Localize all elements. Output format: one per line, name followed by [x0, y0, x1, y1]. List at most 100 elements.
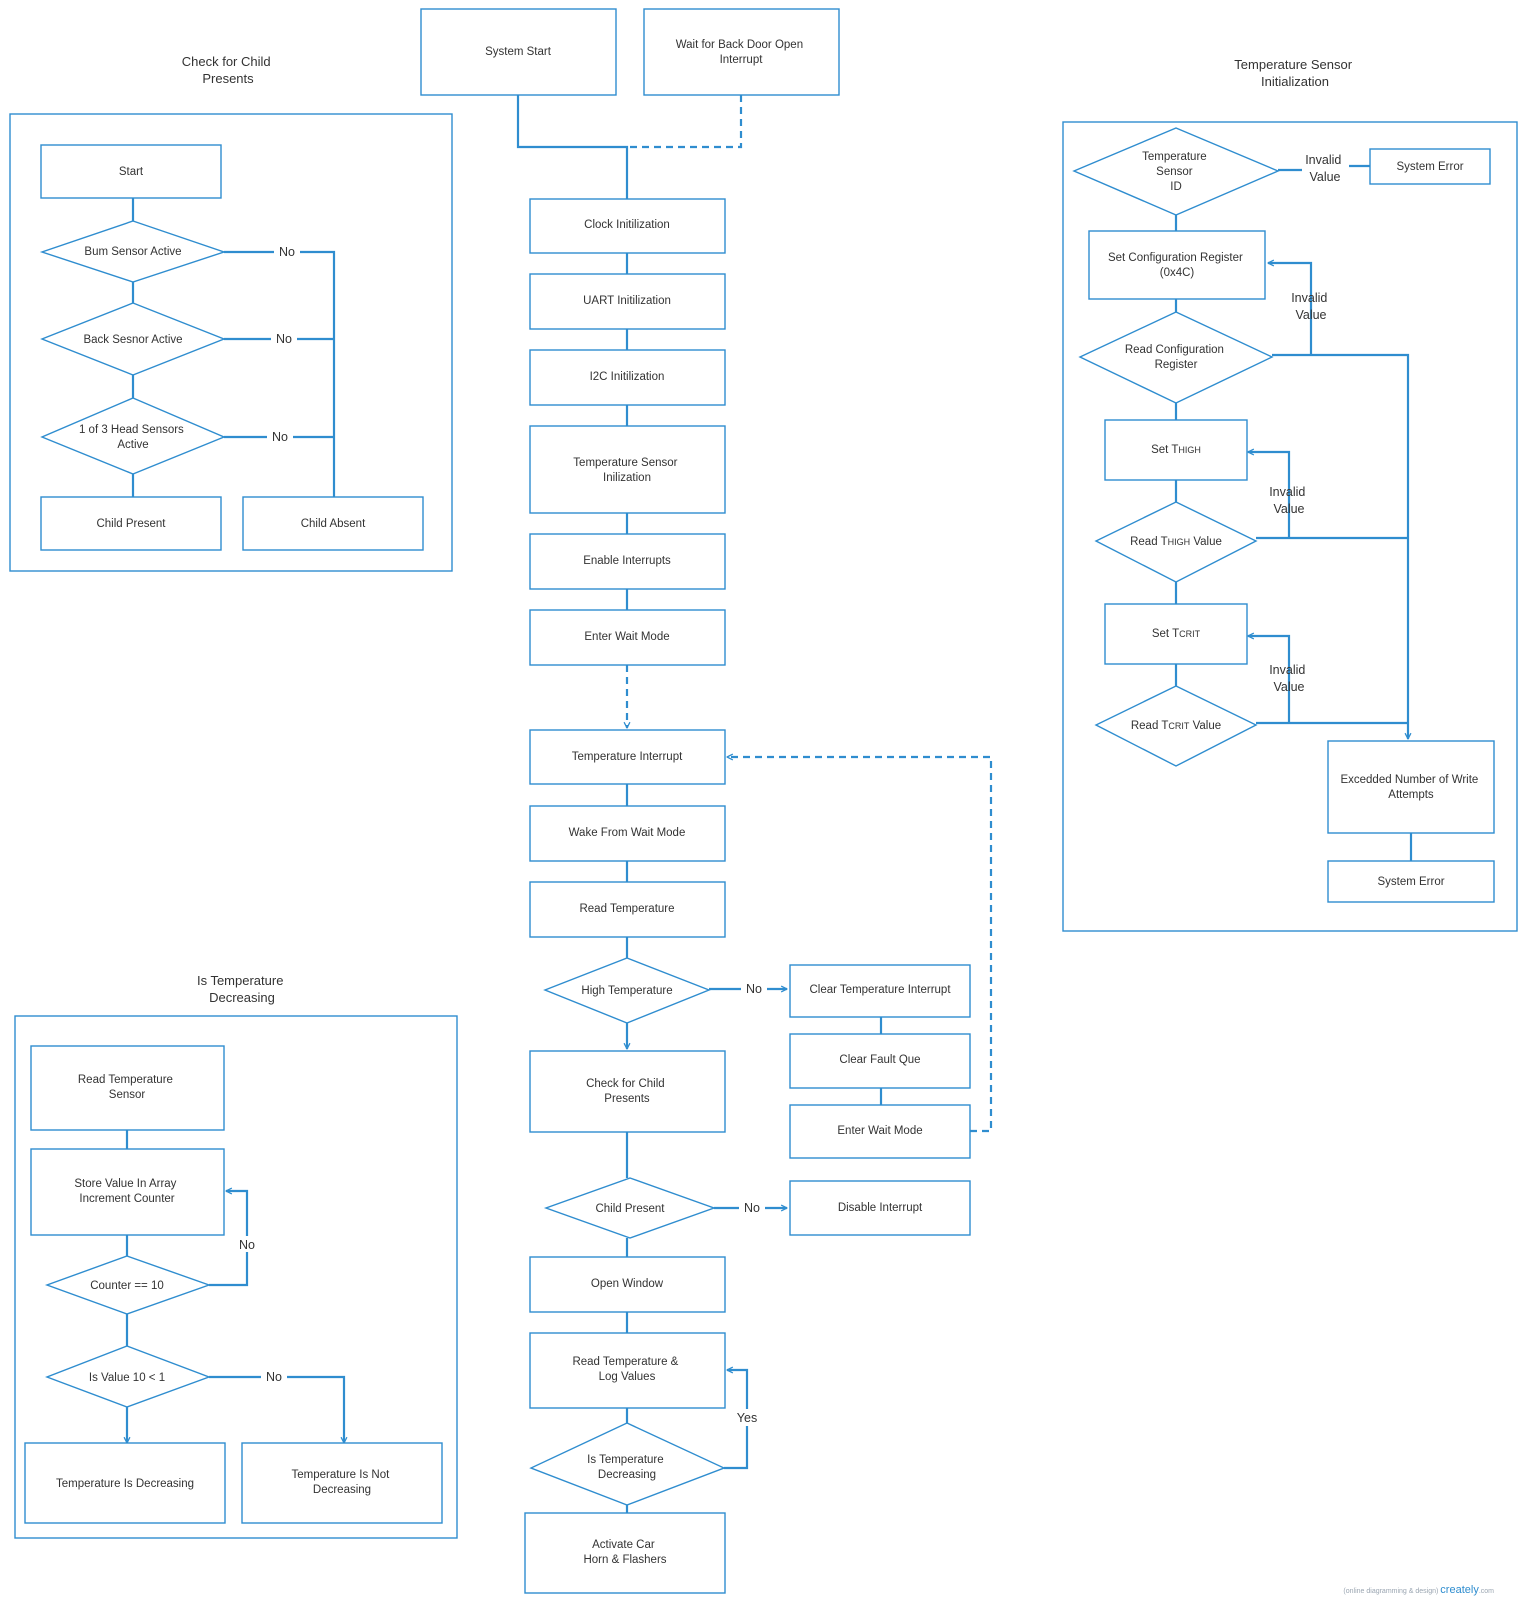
clear-fault-label: Clear Fault Que	[839, 1054, 920, 1066]
sensor-id-decision	[1072, 127, 1280, 216]
set-config-label: Set Configuration Register (0x4C)	[1108, 252, 1246, 279]
yes-label: Yes	[737, 1411, 757, 1425]
no-label-bg	[741, 980, 767, 996]
read-config-decision	[1078, 311, 1274, 404]
wake-wait-mode-label: Wake From Wait Mode	[569, 827, 686, 839]
connector-start	[516, 95, 629, 199]
check-child-box	[529, 1050, 726, 1133]
system-error-label-2: System Error	[1377, 876, 1444, 888]
invalid-value-label-4: Invalid Value	[1269, 663, 1309, 694]
no-label-1: No	[239, 1238, 255, 1252]
panel-title-temp-decreasing: Is Temperature Decreasing	[197, 973, 287, 1005]
clock-init-box	[529, 198, 726, 254]
enable-interrupts-label: Enable Interrupts	[583, 555, 671, 567]
panel-title-temp-init: Temperature Sensor Initialization	[1234, 57, 1355, 89]
head-sensors-decision	[40, 397, 226, 475]
error-bus-line	[1256, 353, 1408, 739]
check-child-label: Check for Child Presents	[586, 1078, 668, 1105]
loop-tcrit-arrow	[1248, 636, 1291, 723]
dashed-loop-to-interrupt	[727, 757, 993, 1133]
read-tcrit-label: Read TCRIT Value	[1131, 720, 1221, 732]
is-decreasing-label: Temperature Is Decreasing	[56, 1478, 194, 1490]
invalid-value-label-2: Invalid Value	[1291, 291, 1331, 322]
child-present-decision	[543, 1177, 717, 1239]
child-absent-box	[242, 496, 424, 551]
no-label-bg	[267, 428, 293, 444]
wait-back-door-label: Wait for Back Door Open Interrupt	[676, 39, 807, 66]
start-box	[40, 144, 222, 199]
invalid-value-label-1: Invalid Value	[1305, 153, 1345, 184]
back-sensor-decision	[40, 302, 226, 376]
set-config-box	[1088, 230, 1266, 300]
no-label-bg	[234, 1236, 260, 1252]
system-start-box	[420, 8, 617, 96]
no-label-bg	[271, 330, 297, 346]
clear-fault-box	[789, 1033, 971, 1089]
value-check-label: Is Value 10 < 1	[89, 1372, 165, 1384]
read-log-box	[529, 1332, 726, 1409]
read-temp-label: Read Temperature	[579, 903, 674, 915]
temp-interrupt-box	[529, 729, 726, 785]
invalid-lines-top	[1278, 164, 1370, 172]
child-present-box	[40, 496, 222, 551]
is-decreasing-box	[24, 1442, 226, 1524]
store-value-label: Store Value In Array Increment Counter	[74, 1178, 179, 1205]
clock-init-label: Clock Initilization	[584, 219, 670, 231]
watermark-suffix: .com	[1478, 1588, 1494, 1595]
start-label: Start	[119, 166, 144, 178]
set-thigh-box	[1104, 419, 1248, 481]
no-branch-lines	[224, 250, 336, 497]
enter-wait-mode-2-box	[789, 1104, 971, 1159]
not-decreasing-label: Temperature Is Not Decreasing	[292, 1469, 393, 1496]
child-present-label: Child Present	[595, 1203, 665, 1215]
system-start-label: System Start	[485, 46, 552, 58]
panel-frame-temp-decreasing	[14, 1015, 458, 1539]
exceeded-attempts-label: Excedded Number of Write Attempts	[1340, 774, 1481, 801]
system-error-box-1	[1369, 148, 1491, 185]
set-thigh-label: Set THIGH	[1151, 444, 1201, 456]
panel-title-check-child: Check for Child Presents	[182, 54, 275, 86]
arrow-to-not-decreasing	[209, 1375, 344, 1443]
watermark: (online diagramming & design) creately.c…	[1343, 1584, 1494, 1596]
uart-init-box	[529, 273, 726, 330]
back-sensor-label: Back Sesnor Active	[83, 334, 182, 346]
no-label-bg	[739, 1199, 765, 1215]
no-label-high-temp: No	[746, 982, 762, 996]
is-decreasing-label: Is Temperature Decreasing	[587, 1454, 667, 1481]
connector-back-door-dashed	[627, 95, 743, 149]
high-temp-decision	[543, 957, 711, 1024]
counter-label: Counter == 10	[90, 1280, 164, 1292]
activate-horn-box	[524, 1512, 726, 1594]
child-absent-label: Child Absent	[301, 518, 366, 530]
read-thigh-label: Read THIGH Value	[1130, 536, 1222, 548]
invalid-value-label-3: Invalid Value	[1269, 485, 1309, 516]
is-decreasing-decision	[529, 1422, 726, 1506]
no-label-2: No	[276, 332, 292, 346]
uart-init-label: UART Initilization	[583, 295, 671, 307]
enter-wait-mode-label: Enter Wait Mode	[584, 631, 669, 643]
activate-horn-label: Activate Car Horn & Flashers	[583, 1539, 666, 1566]
enter-wait-mode-2-label: Enter Wait Mode	[837, 1125, 922, 1137]
disable-interrupt-box	[789, 1180, 971, 1236]
read-log-label: Read Temperature & Log Values	[572, 1356, 681, 1383]
system-error-box-2	[1327, 860, 1495, 903]
panel-temp-decreasing: Is Temperature Decreasing Read Temperatu…	[14, 973, 458, 1539]
panel-check-child: Check for Child Presents Start Bum Senso…	[9, 54, 453, 572]
set-tcrit-label: Set TCRIT	[1152, 628, 1201, 640]
bum-sensor-label: Bum Sensor Active	[84, 246, 181, 258]
read-temp-box	[529, 881, 726, 938]
no-label-2: No	[266, 1370, 282, 1384]
enable-interrupts-box	[529, 533, 726, 590]
no-label-3: No	[272, 430, 288, 444]
system-error-label-1: System Error	[1396, 161, 1463, 173]
loop-config-arrow	[1268, 263, 1313, 355]
sensor-id-label: Temperature Sensor ID	[1142, 151, 1210, 193]
value-check-decision	[45, 1345, 212, 1408]
main-flow: System Start Wait for Back Door Open Int…	[420, 8, 993, 1594]
open-window-box	[529, 1256, 726, 1313]
bum-sensor-decision	[39, 220, 227, 283]
no-label-child: No	[744, 1201, 760, 1215]
no-label-1: No	[279, 245, 295, 259]
temp-interrupt-label: Temperature Interrupt	[572, 751, 683, 763]
